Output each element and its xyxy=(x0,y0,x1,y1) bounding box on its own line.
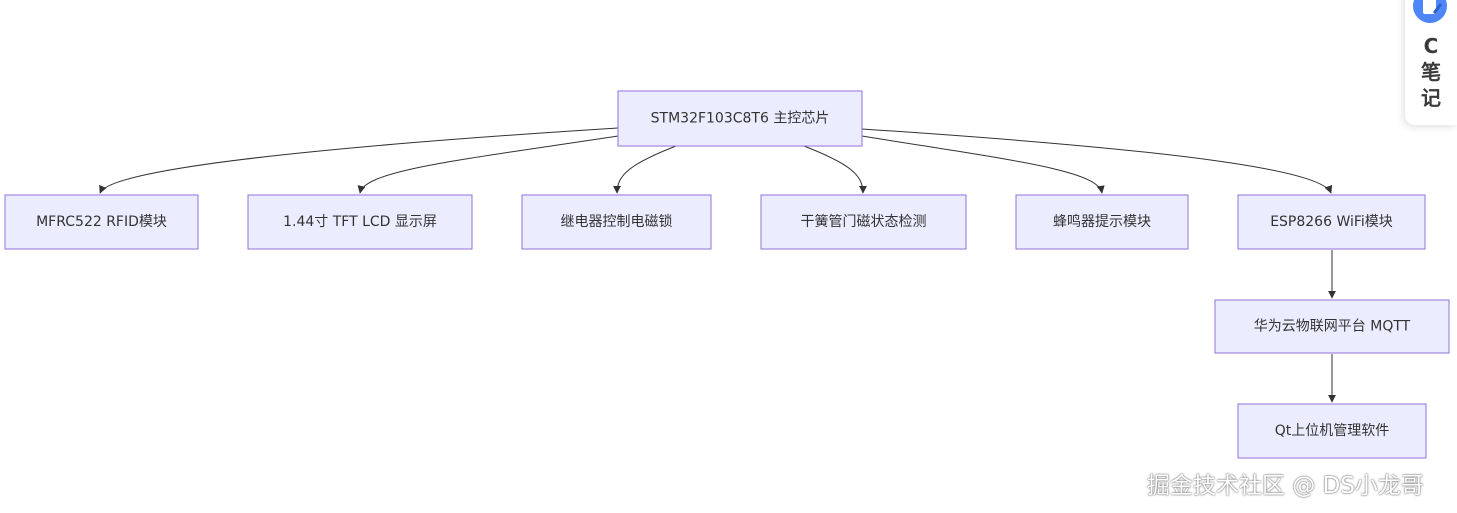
node-mcu-label: STM32F103C8T6 主控芯片 xyxy=(651,111,830,127)
node-qt: Qt上位机管理软件 xyxy=(1237,403,1427,459)
node-qt-label: Qt上位机管理软件 xyxy=(1275,423,1390,439)
watermark: 掘金技术社区 @ DS小龙哥 xyxy=(1147,473,1424,499)
c-note-widget[interactable]: C 笔 记 xyxy=(1405,0,1457,125)
edge-mcu-relay xyxy=(613,145,677,194)
node-lcd-label: 1.44寸 TFT LCD 显示屏 xyxy=(283,214,437,230)
node-esp: ESP8266 WiFi模块 xyxy=(1237,194,1426,250)
note-pencil-icon xyxy=(1413,0,1447,23)
node-esp-label: ESP8266 WiFi模块 xyxy=(1270,214,1393,230)
node-mcu: STM32F103C8T6 主控芯片 xyxy=(617,90,863,147)
node-rfid: MFRC522 RFID模块 xyxy=(4,194,199,250)
note-widget-char-2: 笔 xyxy=(1421,60,1441,84)
edge-mcu-reed xyxy=(803,145,867,194)
note-widget-char-3: 记 xyxy=(1421,86,1441,110)
edge-mcu-buzzer xyxy=(861,135,1105,194)
node-cloud: 华为云物联网平台 MQTT xyxy=(1214,299,1450,354)
node-lcd: 1.44寸 TFT LCD 显示屏 xyxy=(247,194,473,250)
node-cloud-label: 华为云物联网平台 MQTT xyxy=(1254,319,1411,335)
edge-mcu-rfid xyxy=(99,127,619,194)
note-widget-char-1: C xyxy=(1423,34,1439,58)
node-reed: 干簧管门磁状态检测 xyxy=(760,194,967,250)
edge-mcu-lcd xyxy=(357,135,619,194)
node-relay-label: 继电器控制电磁锁 xyxy=(561,214,673,230)
node-buzzer-label: 蜂鸣器提示模块 xyxy=(1053,213,1151,230)
node-reed-label: 干簧管门磁状态检测 xyxy=(801,214,927,230)
node-rfid-label: MFRC522 RFID模块 xyxy=(36,214,167,230)
node-relay: 继电器控制电磁锁 xyxy=(521,194,712,250)
node-buzzer: 蜂鸣器提示模块 xyxy=(1015,194,1189,250)
edge-mcu-esp xyxy=(861,128,1333,194)
